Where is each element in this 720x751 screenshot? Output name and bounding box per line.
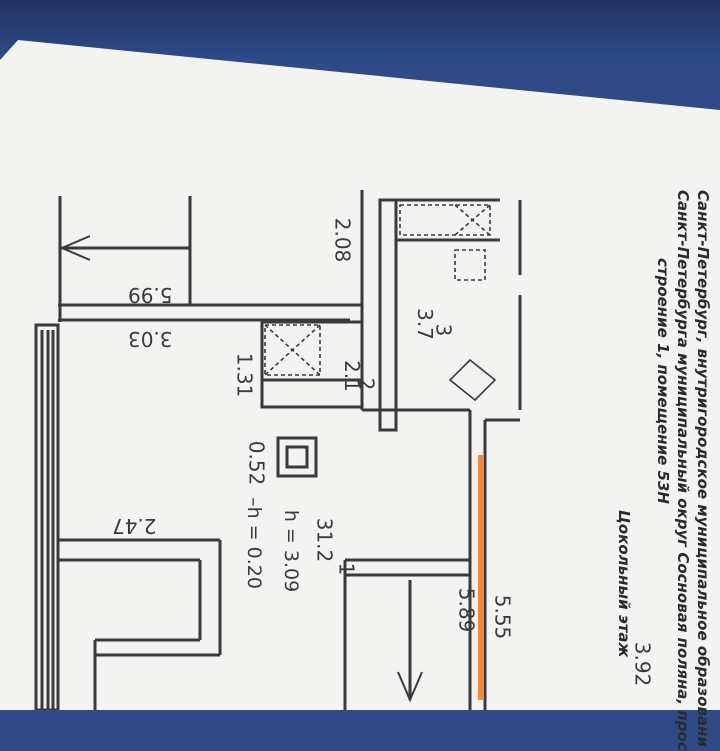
dimension-arrows xyxy=(59,235,423,703)
address-line-3: строение 1, помещение 53Н xyxy=(654,258,672,504)
dimension-5-55: 5.55 xyxy=(490,594,515,640)
dimension-5-89: 5.89 xyxy=(454,587,479,633)
room-2-area: 2.1 xyxy=(339,360,364,392)
dimension-1-31: 1.31 xyxy=(232,352,257,398)
dimension-2-08: 2.08 xyxy=(330,217,355,263)
dimension-3-03: 3.03 xyxy=(128,327,173,351)
floor-label: Цокольный этаж xyxy=(615,510,633,658)
floor-plan-walls xyxy=(34,190,522,710)
paper-page xyxy=(0,40,720,710)
dimension-2-47: 2.47 xyxy=(112,514,157,538)
address-line-1: Санкт-Петербург, внутригородское муницип… xyxy=(694,190,712,748)
address-line-2: Санкт-Петербурга муниципальный округ Сос… xyxy=(674,190,692,751)
dimension-3-92: 3.92 xyxy=(630,641,655,687)
room-1-height: h = 3.09 xyxy=(280,509,303,593)
room-1-floor-offset: –h = 0.20 xyxy=(242,497,265,589)
dimension-5-99: 5.99 xyxy=(128,283,173,307)
room-1-area: 31.2 xyxy=(312,517,337,563)
room-1-number: 1 xyxy=(334,562,359,576)
shaft-size: 0.52 xyxy=(244,440,269,486)
room-3-area: 3.7 xyxy=(412,308,437,340)
fixture-glyphs xyxy=(264,204,497,402)
floor-plan-sheet xyxy=(0,40,720,710)
background-surface xyxy=(0,0,720,60)
